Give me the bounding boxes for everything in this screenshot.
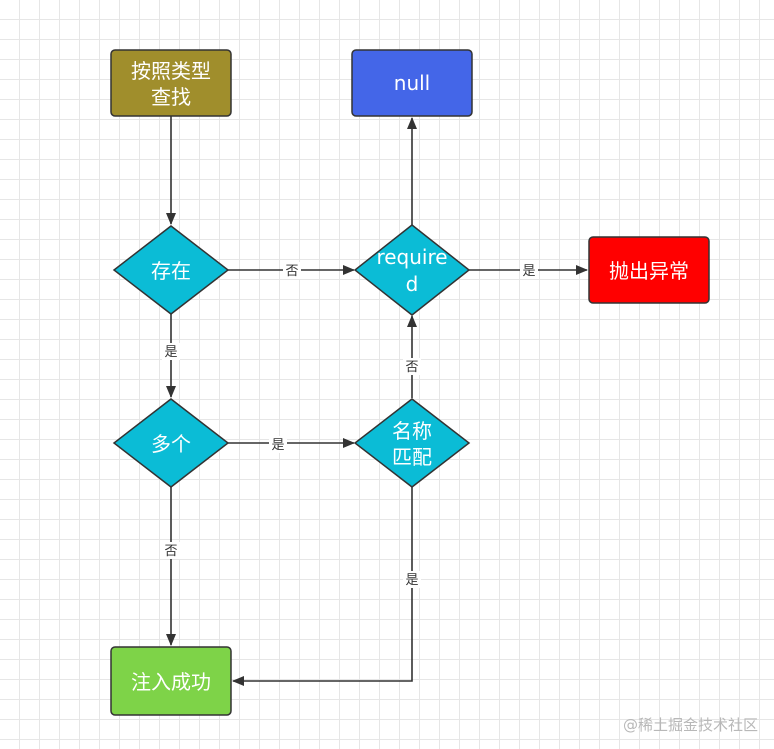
- node-null-shape: [351, 49, 473, 117]
- node-throw-exception-label: 抛出异常: [609, 259, 689, 283]
- node-exists: 存在: [112, 225, 230, 315]
- edge-labels: 否 是 是 是 否 否 是: [162, 262, 538, 588]
- node-throw-exception-shape: [588, 236, 710, 304]
- edge-label-exists-to-required: 否: [285, 264, 298, 279]
- node-null-label: null: [394, 71, 430, 95]
- node-multiple-label: 多个: [151, 432, 191, 456]
- node-required-line2: d: [406, 272, 419, 296]
- edge-label-multiple-to-inject: 否: [164, 544, 177, 559]
- node-lookup-by-type-line2: 查找: [151, 85, 191, 109]
- node-inject-success-shape: [110, 646, 232, 716]
- node-required: require d: [353, 224, 471, 316]
- node-name-match: 名称 匹配: [353, 398, 471, 488]
- edges: [166, 116, 588, 686]
- node-lookup-by-type-shape: [110, 49, 232, 117]
- node-name-match-line2: 匹配: [392, 445, 432, 469]
- node-required-line1: require: [376, 245, 447, 269]
- watermark: @稀土掘金技术社区: [622, 716, 758, 734]
- edge-label-exists-to-multiple: 是: [164, 345, 177, 360]
- node-name-match-shape: [353, 398, 471, 488]
- node-inject-success-label: 注入成功: [131, 670, 211, 694]
- edge-label-multiple-to-name-match: 是: [271, 438, 284, 453]
- node-throw-exception: 抛出异常: [588, 236, 710, 304]
- edge-label-name-match-to-required: 否: [405, 360, 418, 375]
- edge-label-required-to-throw: 是: [522, 264, 535, 279]
- node-exists-label: 存在: [151, 259, 191, 283]
- node-multiple-shape: [112, 398, 230, 488]
- node-multiple: 多个: [112, 398, 230, 488]
- edge-label-name-match-to-inject: 是: [405, 573, 418, 588]
- node-null: null: [351, 49, 473, 117]
- node-required-shape: [353, 224, 471, 316]
- node-lookup-by-type-line1: 按照类型: [131, 59, 211, 83]
- node-name-match-line1: 名称: [392, 419, 432, 443]
- node-inject-success: 注入成功: [110, 646, 232, 716]
- node-exists-shape: [112, 225, 230, 315]
- edge-name-match-to-inject: [232, 487, 413, 686]
- node-lookup-by-type: 按照类型 查找: [110, 49, 232, 117]
